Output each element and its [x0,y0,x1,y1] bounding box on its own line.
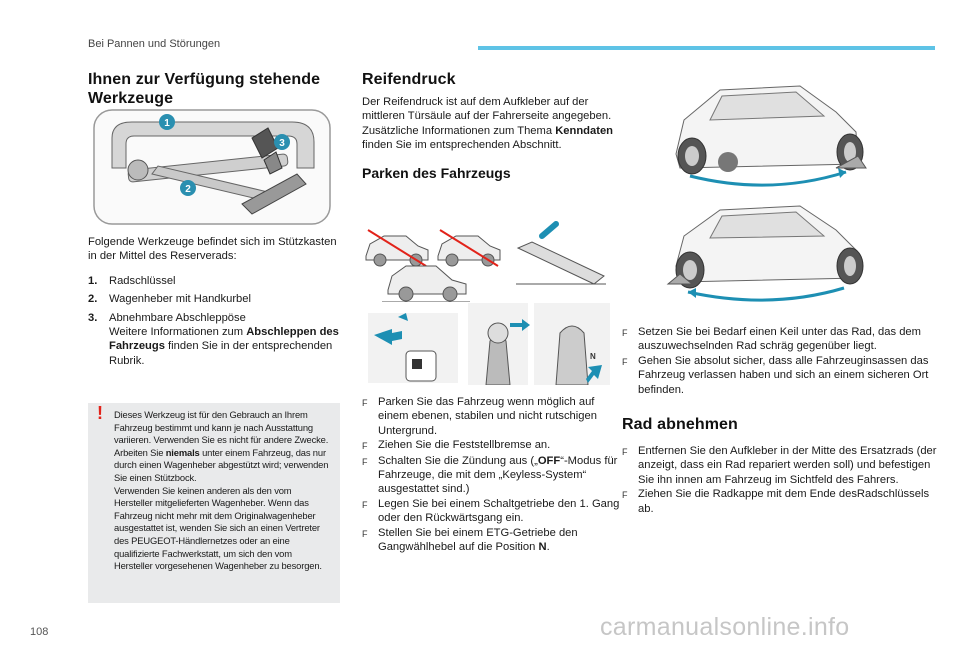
tools-section: Ihnen zur Verfügung stehende Werkzeuge [88,70,343,108]
tyre-text: Der Reifendruck ist auf dem Aufkleber au… [362,96,612,123]
warning-paragraph: Dieses Werkzeug ist für den Gebrauch an … [114,409,329,483]
tyre-section: Reifendruck Der Reifendruck ist auf dem … [362,70,617,180]
handbrake-icon [512,218,608,302]
tools-illustration: 1 3 2 [93,109,331,225]
tyre-title: Reifendruck [362,71,456,88]
callout-1 [159,114,175,130]
tools-title: Ihnen zur Verfügung stehende Werkzeuge [88,71,321,107]
svg-text:3: 3 [279,138,285,149]
chapter-header: Bei Pannen und Störungen [88,38,221,50]
parking-title: Parken des Fahrzeugs [362,164,511,181]
tools-intro: Folgende Werkzeuge befindet sich im Stüt… [88,236,337,263]
header-accent-bar [478,46,935,50]
wedge-car-illustration-bottom [666,205,864,302]
watermark: carmanualsonline.info [600,613,850,641]
list-item: 2.Wagenheber mit Handkurbel [88,293,251,306]
car-level-icon [387,265,467,302]
svg-text:1: 1 [164,118,170,129]
callout-2 [180,180,196,196]
car-crossed-icon [365,235,429,267]
parking-illustration-top [365,218,608,302]
tools-body: Folgende Werkzeuge befindet sich im Stüt… [88,235,343,372]
wheel-title: Rad abnehmen [622,416,738,434]
callout-3 [274,134,290,150]
manual-gear-icon [468,303,530,385]
warning-box: ! Dieses Werkzeug ist für den Gebrauch a… [88,403,340,603]
parking-illustration-bottom: N [368,303,610,385]
car-crossed-icon [437,235,501,267]
svg-text:2: 2 [185,184,191,195]
ignition-icon [368,313,458,383]
tools-list: 1.Radschlüssel 2.Wagenheber mit Handkurb… [88,274,343,368]
list-item: 1.Radschlüssel [88,274,176,287]
tyre-text: Zusätzliche Informationen zum Thema Kenn… [362,124,613,152]
svg-text:N: N [590,352,596,361]
page-number: 108 [30,626,49,638]
warning-paragraph: Verwenden Sie keinen anderen als den vom… [114,484,322,572]
warning-icon: ! [97,403,103,423]
etg-gear-icon: N [534,303,610,385]
wedge-car-illustration-top [675,85,867,187]
